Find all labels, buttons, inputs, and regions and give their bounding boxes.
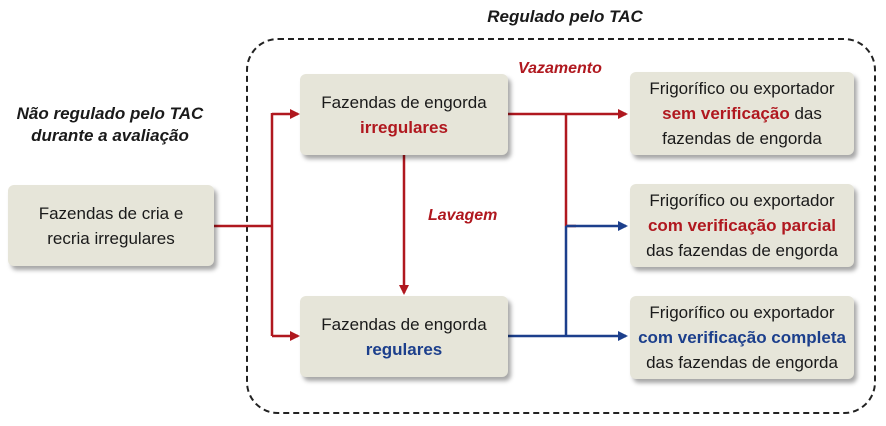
node-text-line1: Fazendas de engorda — [321, 92, 487, 112]
node-text-line1: Frigorífico ou exportador — [649, 303, 835, 322]
node-frigorifico-verificacao-parcial: Frigorífico ou exportador com verificaçã… — [630, 184, 854, 267]
node-frigorifico-verificacao-completa: Frigorífico ou exportador com verificaçã… — [630, 296, 854, 379]
node-text-line1: Fazendas de cria e — [38, 203, 184, 223]
not-regulated-caption-line2: durante a avaliação — [31, 126, 189, 145]
node-engorda-irregulares: Fazendas de engorda irregulares — [300, 74, 508, 155]
arrow-regulares-to-buyers — [508, 221, 628, 341]
node-text-line3: das fazendas de engorda — [646, 241, 838, 260]
node-highlight: com verificação parcial — [647, 216, 837, 235]
node-frigorifico-sem-verificacao: Frigorífico ou exportador sem verificaçã… — [630, 72, 854, 155]
node-cria-recria: Fazendas de cria e recria irregulares — [8, 185, 214, 266]
arrow-vazamento — [508, 109, 628, 228]
node-text-line1: Frigorífico ou exportador — [649, 79, 835, 98]
node-text-line3: das fazendas de engorda — [646, 353, 838, 372]
node-text-line1: Fazendas de engorda — [321, 314, 487, 334]
node-highlight: sem verificação — [662, 104, 790, 123]
lavagem-label: Lavagem — [428, 207, 498, 224]
node-text-rest: das — [789, 104, 822, 123]
node-text-line1: Frigorífico ou exportador — [649, 191, 835, 210]
node-text-line2: recria irregulares — [47, 228, 175, 248]
node-highlight: com verificação completa — [638, 328, 846, 347]
node-engorda-regulares: Fazendas de engorda regulares — [300, 296, 508, 377]
not-regulated-caption: Não regulado pelo TAC durante a avaliaçã… — [10, 103, 210, 147]
node-status-regulares: regulares — [365, 339, 443, 359]
arrow-cria-to-farms — [214, 109, 300, 341]
vazamento-label: Vazamento — [518, 60, 602, 77]
node-status-irregulares: irregulares — [360, 117, 448, 137]
node-text-line3: fazendas de engorda — [662, 129, 822, 148]
not-regulated-caption-line1: Não regulado pelo TAC — [16, 104, 204, 123]
regulated-caption: Regulado pelo TAC — [487, 7, 643, 26]
node-text-line2: sem verificação das — [662, 101, 822, 126]
